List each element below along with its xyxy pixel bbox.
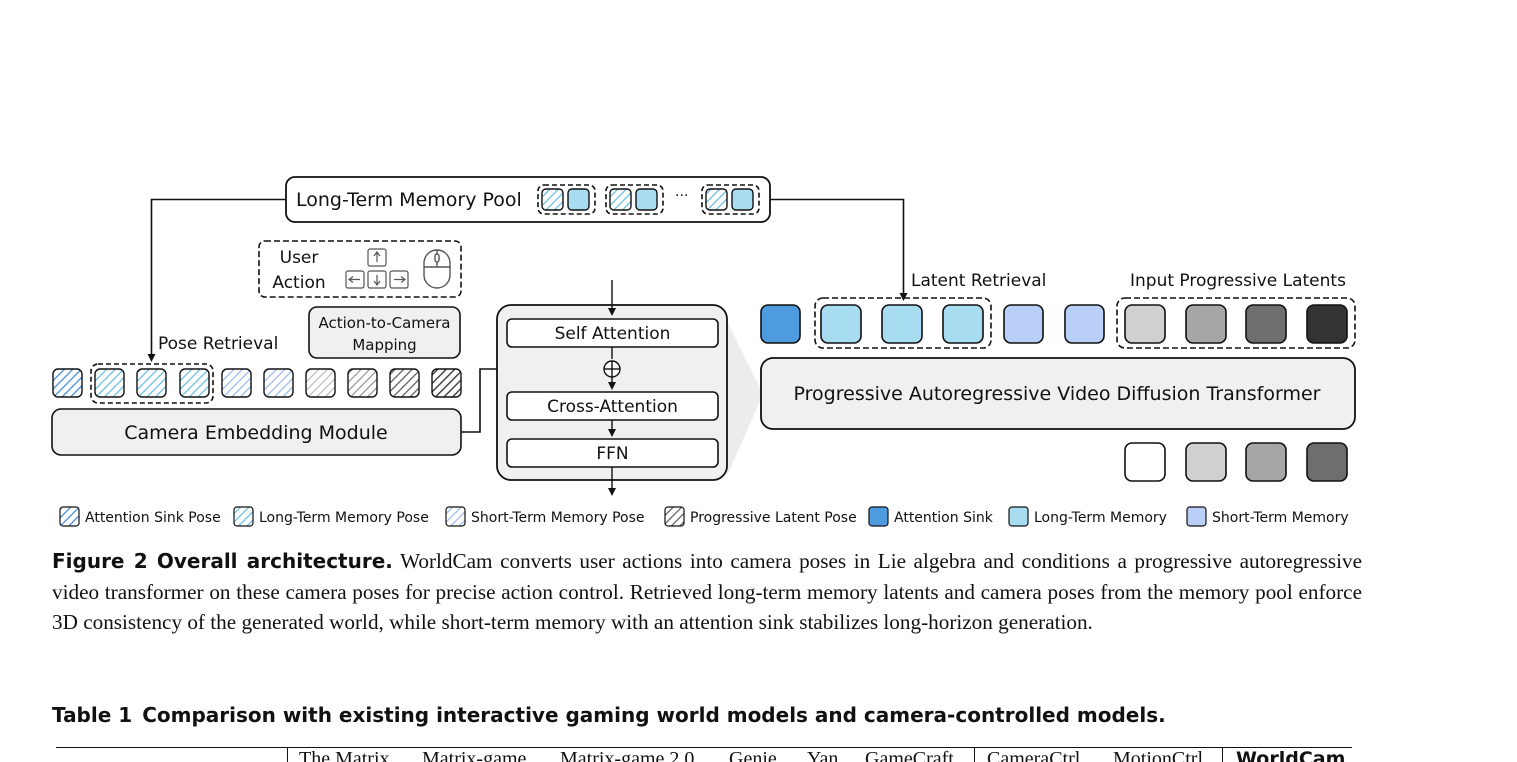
pose-token <box>609 188 632 211</box>
block-expansion-wedge <box>727 321 763 476</box>
table-column-header: WorldCam <box>1236 748 1346 762</box>
svg-text:Action-to-Camera: Action-to-Camera <box>318 314 450 332</box>
latent-retrieval-arrow <box>770 198 908 301</box>
legend-label: Attention Sink <box>894 510 994 526</box>
latent-token <box>731 188 754 211</box>
progressive-latent-pose <box>305 368 336 398</box>
self-attention-label: Self Attention <box>555 324 671 344</box>
camera-embedding-module: Camera Embedding Module <box>51 408 462 456</box>
table-divider <box>287 747 288 762</box>
table-column-header: GameCraft <box>865 748 954 762</box>
table-column-header: Genie <box>729 748 777 762</box>
figure-caption-label: Figure 2 Overall architecture. <box>52 549 393 573</box>
legend-swatch <box>59 506 80 527</box>
output-latent <box>1306 442 1348 482</box>
progressive-latent <box>1245 304 1287 344</box>
table-divider <box>974 747 975 762</box>
pose-retrieval-arrow <box>147 198 286 362</box>
pose-retrieval-label: Pose Retrieval <box>158 334 278 354</box>
legend-swatch <box>445 506 466 527</box>
legend-swatch <box>664 506 685 527</box>
memory-pool: Long-Term Memory Pool ··· <box>285 176 771 223</box>
action-to-camera-mapping: Action-to-Camera Mapping <box>308 306 461 359</box>
user-action-box: User Action <box>258 240 462 298</box>
table-label: Table 1 <box>52 703 133 727</box>
long-term-memory-pose <box>94 368 125 398</box>
svg-text:User: User <box>280 248 319 268</box>
table-title-text: Comparison with existing interactive gam… <box>142 703 1166 727</box>
table-top-rule <box>56 747 1352 748</box>
legend-swatch <box>233 506 254 527</box>
ellipsis: ··· <box>675 188 688 204</box>
legend-label: Long-Term Memory Pose <box>259 510 429 526</box>
legend-label: Long-Term Memory <box>1034 510 1167 526</box>
legend-swatch <box>1008 506 1029 527</box>
table-column-header: CameraCtrl <box>987 748 1081 762</box>
legend: Attention Sink Pose Long-Term Memory Pos… <box>59 506 1349 527</box>
output-latent <box>1245 442 1287 482</box>
latent-retrieval-label: Latent Retrieval <box>911 271 1046 291</box>
table-title: Table 1 Comparison with existing interact… <box>52 703 1176 727</box>
long-term-memory-latent <box>820 304 862 344</box>
legend-swatch <box>1186 506 1207 527</box>
progressive-latent <box>1185 304 1227 344</box>
comparison-table: The Matrix Matrix-game Matrix-game 2.0 G… <box>56 747 1352 762</box>
svg-text:Action: Action <box>272 273 325 293</box>
short-term-memory-pose <box>221 368 252 398</box>
output-latent <box>1124 442 1166 482</box>
short-term-memory-pose <box>263 368 294 398</box>
progressive-latent-pose <box>431 368 462 398</box>
memory-pool-label: Long-Term Memory Pool <box>296 189 522 211</box>
progressive-latent-pose <box>389 368 420 398</box>
svg-text:Mapping: Mapping <box>352 336 416 354</box>
table-divider <box>1222 747 1223 762</box>
attention-sink-latent <box>760 304 801 344</box>
table-column-header: MotionCtrl <box>1113 748 1204 762</box>
legend-label: Progressive Latent Pose <box>690 510 857 526</box>
latent-input-row <box>760 297 1356 349</box>
table-column-header: Yan <box>807 748 839 762</box>
table-column-header: Matrix-game 2.0 <box>560 748 695 762</box>
svg-text:Camera Embedding Module: Camera Embedding Module <box>124 422 388 444</box>
progressive-latent <box>1124 304 1166 344</box>
output-latent <box>1185 442 1227 482</box>
long-term-memory-pose <box>136 368 167 398</box>
diffusion-transformer: Progressive Autoregressive Video Diffusi… <box>760 357 1356 430</box>
output-latent-row <box>1124 442 1348 482</box>
figure-caption-text: WorldCam converts user actions into came… <box>52 549 1363 634</box>
architecture-diagram: Long-Term Memory Pool ··· User Action <box>51 176 1356 527</box>
cross-attention-label: Cross-Attention <box>547 397 678 417</box>
mouse-icon <box>423 249 451 289</box>
table-column-header: Matrix-game <box>422 748 527 762</box>
legend-label: Attention Sink Pose <box>85 510 221 526</box>
pose-token <box>541 188 564 211</box>
progressive-latent <box>1306 304 1348 344</box>
table-column-header: The Matrix <box>299 748 390 762</box>
ffn-label: FFN <box>596 444 628 464</box>
figure-caption: Figure 2 Overall architecture. WorldCam … <box>52 546 1362 638</box>
pose-token-row <box>52 363 462 404</box>
short-term-memory-latent <box>1064 304 1105 344</box>
progressive-latent-pose <box>347 368 378 398</box>
long-term-memory-pose <box>179 368 210 398</box>
latent-token <box>635 188 658 211</box>
long-term-memory-latent <box>881 304 923 344</box>
arrow-keys-icon <box>345 248 409 289</box>
latent-token <box>567 188 590 211</box>
legend-swatch <box>868 506 889 527</box>
legend-label: Short-Term Memory <box>1212 510 1349 526</box>
transformer-label: Progressive Autoregressive Video Diffusi… <box>794 383 1321 405</box>
short-term-memory-latent <box>1003 304 1044 344</box>
transformer-block-detail: Self Attention Cross-Attention FFN <box>496 280 728 496</box>
input-latents-label: Input Progressive Latents <box>1130 271 1346 291</box>
attention-sink-pose <box>52 368 83 398</box>
legend-label: Short-Term Memory Pose <box>471 510 645 526</box>
long-term-memory-latent <box>942 304 984 344</box>
pose-token <box>705 188 728 211</box>
